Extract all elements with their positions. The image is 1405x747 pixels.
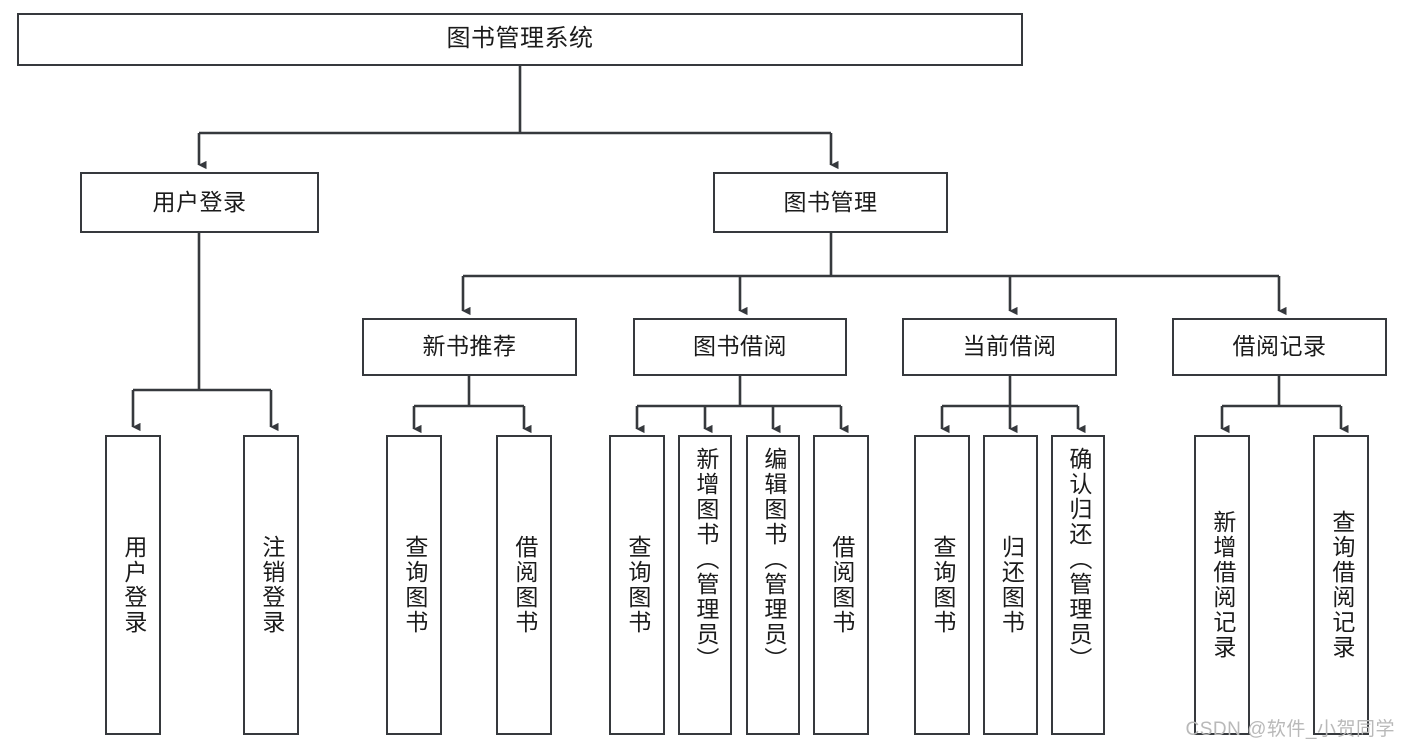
- leaf-return-book[interactable]: 归还图书: [983, 435, 1038, 735]
- leaf-borrow-book-1-label: 借阅图书: [511, 535, 538, 635]
- leaf-query-borrow-record-label: 查询借阅记录: [1328, 510, 1355, 660]
- leaf-query-book-1-label: 查询图书: [401, 535, 428, 635]
- leaf-add-borrow-record[interactable]: 新增借阅记录: [1194, 435, 1250, 735]
- leaf-add-borrow-record-label: 新增借阅记录: [1209, 510, 1236, 660]
- node-root-label: 图书管理系统: [446, 25, 594, 53]
- node-book-manage-label: 图书管理: [783, 188, 878, 215]
- node-book-manage[interactable]: 图书管理: [713, 172, 948, 233]
- leaf-query-book-3-label: 查询图书: [929, 535, 956, 635]
- leaf-edit-book-admin[interactable]: 编辑图书（管理员）: [746, 435, 800, 735]
- watermark: CSDN @软件_小贺同学: [1185, 719, 1395, 740]
- leaf-query-borrow-record[interactable]: 查询借阅记录: [1313, 435, 1369, 735]
- leaf-logout-login[interactable]: 注销登录: [243, 435, 299, 735]
- leaf-return-book-label: 归还图书: [998, 535, 1025, 635]
- leaf-confirm-return-admin[interactable]: 确认归还（管理员）: [1051, 435, 1105, 735]
- leaf-confirm-return-admin-label: 确认归还（管理员）: [1065, 447, 1092, 672]
- leaf-query-book-3[interactable]: 查询图书: [914, 435, 970, 735]
- leaf-borrow-book-1[interactable]: 借阅图书: [496, 435, 552, 735]
- node-current-borrow-label: 当前借阅: [962, 333, 1057, 360]
- leaf-logout-login-label: 注销登录: [258, 535, 285, 635]
- leaf-add-book-admin-label: 新增图书（管理员）: [692, 447, 719, 672]
- leaf-borrow-book-2-label: 借阅图书: [828, 535, 855, 635]
- leaf-user-login[interactable]: 用户登录: [105, 435, 161, 735]
- node-root[interactable]: 图书管理系统: [17, 13, 1023, 66]
- node-user-login-label: 用户登录: [152, 188, 247, 215]
- leaf-add-book-admin[interactable]: 新增图书（管理员）: [678, 435, 732, 735]
- leaf-query-book-2[interactable]: 查询图书: [609, 435, 665, 735]
- node-new-book-recommend-label: 新书推荐: [422, 333, 517, 360]
- node-borrow-record-label: 借阅记录: [1232, 333, 1327, 360]
- leaf-query-book-2-label: 查询图书: [624, 535, 651, 635]
- node-current-borrow[interactable]: 当前借阅: [902, 318, 1117, 376]
- leaf-query-book-1[interactable]: 查询图书: [386, 435, 442, 735]
- leaf-edit-book-admin-label: 编辑图书（管理员）: [760, 447, 787, 672]
- node-user-login[interactable]: 用户登录: [80, 172, 319, 233]
- node-borrow-record[interactable]: 借阅记录: [1172, 318, 1387, 376]
- leaf-borrow-book-2[interactable]: 借阅图书: [813, 435, 869, 735]
- leaf-user-login-label: 用户登录: [120, 535, 147, 635]
- node-new-book-recommend[interactable]: 新书推荐: [362, 318, 577, 376]
- node-book-borrow[interactable]: 图书借阅: [633, 318, 847, 376]
- node-book-borrow-label: 图书借阅: [693, 333, 787, 360]
